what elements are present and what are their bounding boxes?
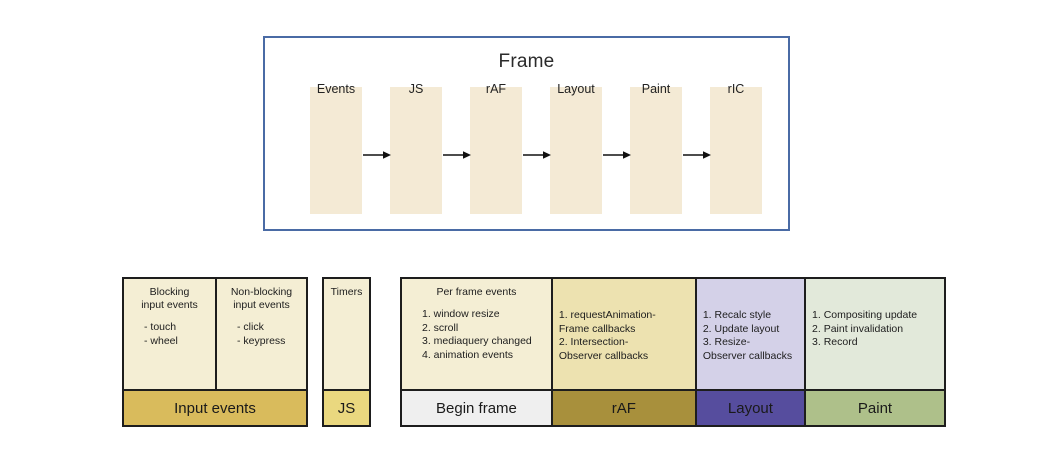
timeline-group-frame-pipeline: Per frame events 1. window resize 2. scr… [400, 277, 946, 427]
timeline-group-js: Timers JS [322, 277, 371, 427]
list-item: 2. scroll [422, 321, 459, 334]
band-row: Begin frame rAF Layout Paint [402, 389, 944, 425]
arrow-icon-layout-to-paint [603, 150, 631, 160]
cell-heading-line1: Per frame events [436, 286, 517, 298]
list-item: Observer callbacks [702, 349, 793, 362]
stage-box-layout [550, 87, 602, 214]
cell-list: - click - keypress [223, 321, 300, 348]
cell-blocking-input-events: Blocking input events - touch - wheel [124, 279, 215, 389]
list-item: 4. animation events [422, 348, 514, 361]
arrow-icon-paint-to-ric [683, 150, 711, 160]
list-item: 2. Update layout [702, 322, 780, 335]
detail-row: Blocking input events - touch - wheel No… [124, 279, 306, 389]
cell-heading: Non-blocking input events [223, 286, 300, 312]
band-raf: rAF [550, 391, 695, 425]
cell-list: 1. Compositing update 2. Paint invalidat… [812, 309, 938, 350]
band-input-events: Input events [124, 391, 306, 425]
cell-list: - touch - wheel [130, 321, 209, 348]
list-item: Observer callbacks [558, 349, 649, 362]
list-item: 2. Paint invalidation [812, 322, 904, 335]
cell-heading-line1: Blocking [149, 286, 190, 298]
cell-list: 1. Recalc style 2. Update layout 3. Resi… [703, 309, 798, 363]
cell-list: 1. requestAnimation- Frame callbacks 2. … [559, 309, 689, 363]
list-item: 1. window resize [422, 308, 500, 320]
list-item: 2. Intersection- [558, 336, 629, 348]
cell-heading: Per frame events [408, 286, 545, 299]
list-item: - click [237, 321, 264, 333]
list-item: 3. mediaquery changed [422, 335, 532, 347]
frame-panel: Frame Events JS rAF Layout Paint rIC [263, 36, 790, 231]
band-js: JS [324, 391, 369, 425]
cell-raf-callbacks: 1. requestAnimation- Frame callbacks 2. … [550, 279, 695, 389]
cell-non-blocking-input-events: Non-blocking input events - click - keyp… [215, 279, 306, 389]
list-item: 1. Recalc style [702, 309, 772, 321]
frame-title: Frame [498, 51, 555, 72]
list-item: - keypress [237, 334, 286, 347]
band-begin-frame: Begin frame [402, 391, 551, 425]
cell-paint-steps: 1. Compositing update 2. Paint invalidat… [804, 279, 944, 389]
band-row: Input events [124, 389, 306, 425]
stage-box-ric [710, 87, 762, 214]
cell-heading-line2: input events [141, 299, 198, 311]
cell-heading-line1: Non-blocking [230, 286, 293, 298]
arrow-icon-raf-to-layout [523, 150, 551, 160]
band-paint: Paint [804, 391, 944, 425]
stage-box-js [390, 87, 442, 214]
cell-heading-line1: Timers [330, 286, 363, 298]
band-row: JS [324, 389, 369, 425]
list-item: 1. Compositing update [812, 309, 918, 321]
cell-layout-steps: 1. Recalc style 2. Update layout 3. Resi… [694, 279, 805, 389]
cell-timers: Timers [324, 279, 369, 389]
list-item: - wheel [144, 334, 178, 347]
list-item: Frame callbacks [558, 322, 636, 335]
band-layout: Layout [694, 391, 805, 425]
stage-box-events [310, 87, 362, 214]
arrow-icon-events-to-js [363, 150, 391, 160]
stage-box-raf [470, 87, 522, 214]
detail-row: Per frame events 1. window resize 2. scr… [402, 279, 944, 389]
timeline-group-input-events: Blocking input events - touch - wheel No… [122, 277, 308, 427]
list-item: 3. Record [812, 336, 858, 348]
cell-heading: Blocking input events [130, 286, 209, 312]
list-item: - touch [144, 321, 177, 333]
list-item: 3. Resize- [702, 336, 751, 348]
list-item: 1. requestAnimation- [558, 309, 656, 321]
cell-heading-line2: input events [233, 299, 290, 311]
cell-per-frame-events: Per frame events 1. window resize 2. scr… [402, 279, 551, 389]
stage-box-paint [630, 87, 682, 214]
arrow-icon-js-to-raf [443, 150, 471, 160]
cell-heading: Timers [328, 286, 365, 299]
detail-row: Timers [324, 279, 369, 389]
cell-list: 1. window resize 2. scroll 3. mediaquery… [408, 308, 545, 362]
